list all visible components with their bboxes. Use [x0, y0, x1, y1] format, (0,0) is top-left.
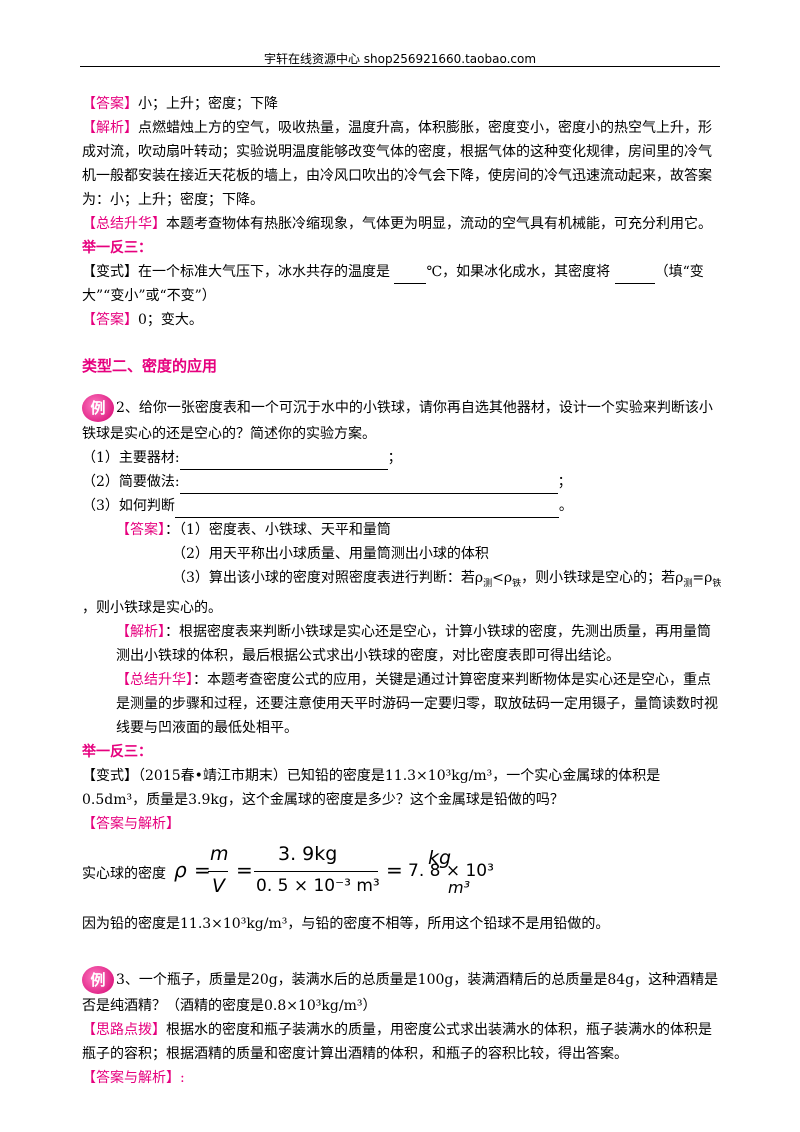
- blank-judge: [174, 499, 559, 518]
- s1-answer: 【答案】小；上升；密度；下降: [82, 92, 722, 116]
- variant-text-c: （填“变大”“变小”或“不变”）: [82, 264, 704, 304]
- answer-analysis-tag: 【答案与解析】: [82, 815, 180, 832]
- answer-tag: 【答案】: [82, 312, 138, 328]
- q2-line2: （2）简要做法: ；: [82, 470, 722, 494]
- a3-sub3: 测: [683, 578, 693, 589]
- header-rule: [80, 66, 720, 67]
- blank-materials: [179, 451, 388, 470]
- summary-tag: 【总结升华】: [82, 216, 166, 232]
- variant-tag: 【变式】: [82, 264, 138, 280]
- s1-analysis: 【解析】点燃蜡烛上方的空气，吸收热量，温度升高，体积膨胀，密度变小，密度小的热空…: [82, 116, 722, 212]
- a3-d: =ρ: [692, 570, 713, 586]
- s1-summary: 【总结升华】本题考查物体有热胀冷缩现象，气体更为明显，流动的空气具有机械能，可充…: [82, 212, 722, 236]
- eq-equals-3: =: [386, 857, 403, 882]
- q2-line1: （1）主要器材: ；: [82, 446, 722, 470]
- q2-summary: 【总结升华】：本题考查密度公式的应用，关键是通过计算密度来判断物体是实心还是空心…: [82, 668, 722, 740]
- q2-answer-2: （2）用天平称出小球质量、用量筒测出小球的体积: [172, 546, 489, 562]
- blank-method: [179, 475, 558, 494]
- page-header: 宇轩在线资源中心 shop256921660.taobao.com: [263, 52, 537, 66]
- q2-answer-3-end: ，则小铁球是实心的。: [82, 599, 222, 616]
- variant-tag: 【变式】: [82, 767, 138, 784]
- q2-line3: （3）如何判断 。: [82, 494, 722, 518]
- answer-tag: 【答案】: [82, 96, 138, 112]
- q2-line1-label: （1）主要器材:: [82, 450, 180, 466]
- q2-text: 2、给你一张密度表和一个可沉于水中的小铁球，请你再自选其他器材，设计一个实验来判…: [82, 400, 713, 442]
- section-title: 类型二、密度的应用: [82, 357, 218, 375]
- eq-equals-1: =: [194, 857, 211, 882]
- q2-line3-end: 。: [558, 498, 573, 514]
- q3-text: 3、一个瓶子，质量是20g，装满水后的总质量是100g，装满酒精后的总质量是84…: [82, 971, 719, 1014]
- answer-text: 小；上升；密度；下降: [138, 96, 278, 112]
- s1-variant: 【变式】在一个标准大气压下，冰水共存的温度是 ℃，如果冰化成水，其密度将 （填“…: [82, 260, 722, 308]
- eq-prefix: 实心球的密度: [82, 865, 166, 882]
- a3-sub2: 铁: [512, 578, 522, 589]
- answer-tag: 【答案】: [116, 522, 165, 538]
- example-badge-icon: 例: [82, 965, 114, 994]
- summary-text: 本题考查物体有热胀冷缩现象，气体更为明显，流动的空气具有机械能，可充分利用它。: [166, 216, 712, 232]
- q2-conclusion: 因为铅的密度是11.3×10³kg/m³，与铅的密度不相等，所用这个铅球不是用铅…: [82, 915, 610, 932]
- summary-tag: 【总结升华】: [116, 671, 193, 688]
- q2-analysis: 【解析】：根据密度表来判断小铁球是实心还是空心，计算小铁球的密度，先测出质量，再…: [82, 620, 722, 668]
- eq-equals-2: =: [236, 857, 253, 882]
- eq-value: 7. 8 × 10³: [408, 860, 494, 881]
- eq-unit-top: kg: [428, 846, 452, 869]
- example-badge-icon: 例: [82, 394, 114, 422]
- analysis-tag: 【解析】: [82, 120, 138, 136]
- eq-unit-bottom: m³: [448, 877, 470, 897]
- a3-sub4: 铁: [712, 578, 722, 589]
- q3-hint: 【思路点拨】根据水的密度和瓶子装满水的质量，用密度公式求出装满水的体积，瓶子装满…: [82, 1018, 722, 1066]
- a3-sub1: 测: [483, 578, 493, 589]
- q2-line2-end: ；: [557, 474, 572, 490]
- eq-frac-line-1: [208, 870, 228, 872]
- answer-analysis-tag: 【答案与解析】:: [82, 1069, 185, 1086]
- q2-variant: 【变式】（2015春•靖江市期末）已知铅的密度是11.3×10³kg/m³，一个…: [82, 764, 722, 812]
- variant-text-b: ℃，如果冰化成水，其密度将: [426, 264, 615, 280]
- eq-m: m: [210, 842, 229, 865]
- q2-line1-end: ；: [387, 450, 402, 466]
- density-equation: 实心球的密度 ρ = m V = 3. 9kg 0. 5 × 10⁻³ m³ =…: [82, 842, 722, 906]
- eq-numerator: 3. 9kg: [278, 842, 338, 865]
- variant-text-a: 在一个标准大气压下，冰水共存的温度是: [138, 264, 395, 280]
- analysis-tag: 【解析】: [116, 623, 165, 640]
- document-body: 【答案】小；上升；密度；下降 【解析】点燃蜡烛上方的空气，吸收热量，温度升高，体…: [82, 92, 722, 1090]
- answer-text: 0；变大。: [138, 312, 203, 328]
- eq-rho: ρ: [174, 857, 187, 882]
- q2-answer-3: （3）算出该小球的密度对照密度表进行判断：若ρ测<ρ铁，则小铁球是空心的；若ρ测…: [82, 566, 722, 596]
- answer-line-1: ：（1）密度表、小铁球、天平和量筒: [165, 522, 391, 538]
- s1-variant-answer: 【答案】0；变大。: [82, 308, 722, 332]
- eq-denominator: 0. 5 × 10⁻³ m³: [256, 875, 380, 896]
- blank-1: [394, 265, 427, 284]
- variant-text: （2015春•靖江市期末）已知铅的密度是11.3×10³kg/m³，一个实心金属…: [82, 767, 661, 808]
- summary-text: ：本题考查密度公式的应用，关键是通过计算密度来判断物体是实心还是空心，重点是测量…: [116, 671, 718, 736]
- q2-answer-1: 【答案】：（1）密度表、小铁球、天平和量筒: [82, 518, 722, 542]
- blank-2: [614, 265, 655, 284]
- hint-text: 根据水的密度和瓶子装满水的质量，用密度公式求出装满水的体积，瓶子装满水的体积是瓶…: [82, 1021, 712, 1062]
- jyfs-heading: 举一反三：: [82, 743, 152, 760]
- a3-b: <ρ: [492, 570, 513, 586]
- eq-frac-line-2: [254, 870, 378, 872]
- hint-tag: 【思路点拨】: [82, 1021, 166, 1038]
- analysis-text: ：根据密度表来判断小铁球是实心还是空心，计算小铁球的密度，先测出质量，再用量筒测…: [116, 623, 711, 664]
- q2-line2-label: （2）简要做法:: [82, 474, 180, 490]
- jyfs-heading: 举一反三：: [82, 240, 152, 256]
- a3-c: ，则小铁球是空心的；若ρ: [521, 570, 684, 586]
- q2-line3-label: （3）如何判断: [82, 498, 175, 514]
- a3-a: （3）算出该小球的密度对照密度表进行判断：若ρ: [172, 570, 484, 586]
- analysis-text: 点燃蜡烛上方的空气，吸收热量，温度升高，体积膨胀，密度变小，密度小的热空气上升，…: [82, 120, 712, 208]
- eq-v: V: [212, 874, 225, 897]
